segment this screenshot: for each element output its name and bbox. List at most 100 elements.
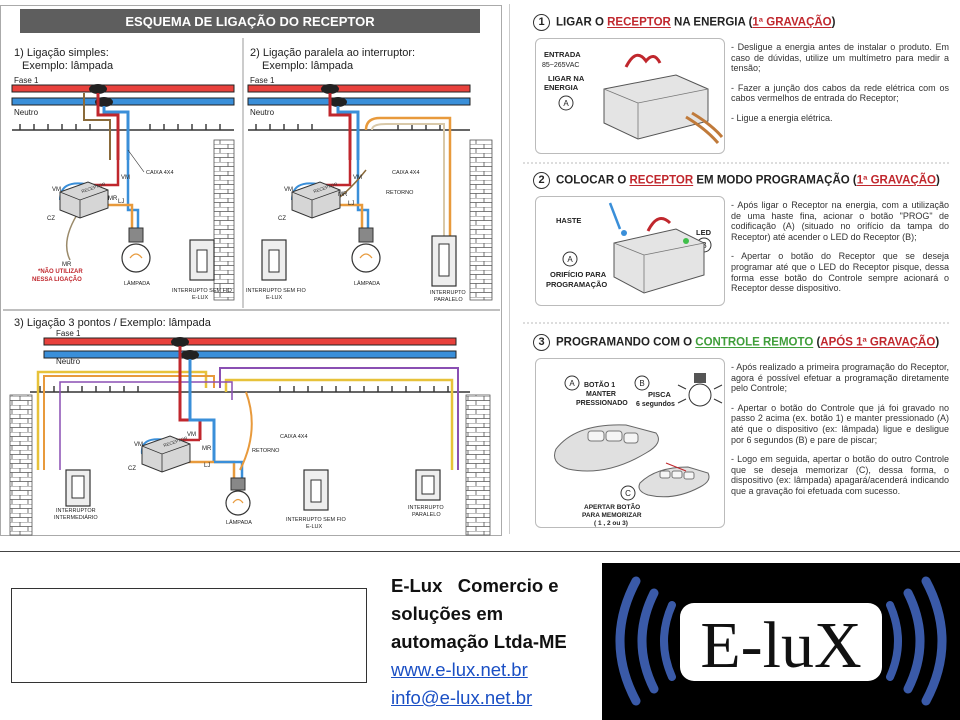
label-caixa: CAIXA 4X4 bbox=[392, 170, 420, 176]
orange-wires bbox=[685, 111, 724, 144]
label-botao: MANTER bbox=[586, 391, 616, 398]
step-2-title-text: COLOCAR O bbox=[556, 174, 630, 187]
label-lampada: LÂMPADA bbox=[226, 519, 252, 526]
receptor-module: RECEPTOR bbox=[141, 435, 191, 473]
label-led: LED bbox=[696, 228, 712, 237]
label-vm: VM bbox=[353, 175, 362, 181]
label-lampada: LÂMPADA bbox=[124, 280, 150, 287]
step-3-number: 3 bbox=[533, 334, 550, 351]
diagram-title: ESQUEMA DE LIGAÇÃO DO RECEPTOR bbox=[125, 14, 375, 29]
step-1-title-text: ) bbox=[831, 16, 836, 29]
step-2-title-highlight: RECEPTOR bbox=[629, 174, 694, 187]
step-1-paragraph: - Fazer a junção dos cabos da rede elétr… bbox=[731, 82, 949, 104]
label-interrupto-sem-fio: INTERRUPTO SEM FIO bbox=[246, 288, 307, 294]
step-3-paragraph: - Após realizado a primeira programação … bbox=[731, 362, 949, 394]
label-mr: MR bbox=[338, 192, 348, 198]
wire-lj bbox=[330, 203, 364, 228]
marker-c-label: C bbox=[625, 489, 631, 498]
step-3-illustration: A BOTÃO 1 MANTER PRESSIONADO B PISCA 6 s… bbox=[554, 373, 723, 527]
label-lj: LJ bbox=[348, 201, 354, 207]
parallel-switch bbox=[415, 469, 441, 501]
label-voltage: 85~265VAC bbox=[542, 62, 579, 69]
wire-retorno bbox=[371, 123, 445, 240]
fase-bus bbox=[43, 337, 457, 346]
receptor-module: RECEPTOR bbox=[291, 181, 341, 219]
neutro-bus bbox=[43, 350, 457, 359]
label-caixa: CAIXA 4X4 bbox=[280, 434, 308, 440]
red-wires bbox=[646, 217, 672, 232]
remote-control-large bbox=[554, 424, 659, 472]
marker-a-label: A bbox=[569, 379, 575, 388]
marker-a bbox=[564, 375, 580, 391]
logo-text: E-luX bbox=[700, 609, 861, 682]
label-vm: VM bbox=[121, 175, 130, 181]
section-3: 3) Ligação 3 pontos / Exemplo: lâmpada F… bbox=[9, 317, 491, 536]
label-vm: VM bbox=[187, 432, 196, 438]
red-wires bbox=[624, 53, 662, 68]
label-interrupto-sem-fio: INTERRUPTO SEM FIO bbox=[172, 288, 233, 294]
neutro-bus bbox=[247, 97, 471, 106]
label-neutro: Neutro bbox=[250, 108, 275, 117]
label-cz: CZ bbox=[47, 216, 55, 222]
step-2-number: 2 bbox=[533, 172, 550, 189]
step-1-number: 1 bbox=[533, 14, 550, 31]
step-1-instructions: - Desligue a energia antes de instalar o… bbox=[731, 42, 949, 133]
label-caixa: CAIXA 4X4 bbox=[146, 170, 174, 176]
label-interrupto-sem-fio: E-LUX bbox=[266, 295, 283, 301]
label-haste: HASTE bbox=[556, 216, 581, 225]
label-botao: BOTÃO 1 bbox=[584, 380, 615, 389]
haste-tool bbox=[608, 202, 622, 230]
label-retorno: RETORNO bbox=[252, 448, 280, 454]
step-1-illustration: ENTRADA 85~265VAC LIGAR NA ENERGIA A bbox=[542, 50, 724, 144]
step-3-title-text: ( bbox=[813, 336, 821, 349]
label-interrupto-sem-fio: E-LUX bbox=[306, 524, 323, 530]
receptor-device bbox=[603, 74, 709, 140]
elux-logo: E-luX bbox=[602, 563, 960, 720]
wire-vm bbox=[96, 93, 120, 160]
label-entrada: ENTRADA bbox=[544, 50, 581, 59]
step-2-image: HASTE LED B A ORIFÍCIO PARA PROGRAMAÇÃO bbox=[535, 196, 725, 306]
marker-a-label: A bbox=[563, 99, 569, 108]
logo-waves-right bbox=[886, 576, 947, 706]
step-3-paragraph: - Logo em seguida, apertar o botão do ou… bbox=[731, 454, 949, 496]
website-link[interactable]: www.e-lux.net.br bbox=[391, 659, 528, 680]
label-vm: VM bbox=[52, 187, 61, 193]
neutro-bus bbox=[11, 97, 235, 106]
wireless-switch bbox=[303, 469, 329, 511]
step-1-title-highlight: 1ª GRAVAÇÃO bbox=[752, 16, 832, 29]
wire-vm bbox=[92, 160, 120, 187]
label-interrupto-sem-fio: INTERRUPTO SEM FIO bbox=[286, 517, 347, 523]
label-cz: CZ bbox=[128, 466, 136, 472]
remote-control-small bbox=[638, 462, 710, 498]
elux-logo-graphic: E-luX bbox=[615, 576, 947, 706]
parallel-switch bbox=[431, 235, 457, 287]
wire-neutro bbox=[214, 460, 244, 480]
company-name-line: E-Lux Comercio e bbox=[391, 575, 559, 596]
label-orificio: ORIFÍCIO PARA bbox=[550, 270, 607, 279]
wire-vm bbox=[328, 93, 352, 160]
wire-traveler bbox=[36, 370, 208, 470]
section-2: 2) Ligação paralela ao interruptor: Exem… bbox=[246, 47, 493, 303]
label-pisca: 6 segundos bbox=[636, 401, 675, 408]
junction bbox=[321, 84, 339, 94]
label-fase: Fase 1 bbox=[14, 76, 39, 85]
step-1-title-text: LIGAR O bbox=[556, 16, 608, 29]
label-vm: VM bbox=[134, 442, 143, 448]
label-lj: LJ bbox=[204, 463, 210, 469]
label-interrupto-paralelo: INTERRUPTO bbox=[430, 290, 466, 296]
section-1-subtitle: Exemplo: lâmpada bbox=[22, 60, 114, 72]
label-mr: MR bbox=[108, 196, 118, 202]
step-3-title-text: PROGRAMANDO COM O bbox=[556, 336, 696, 349]
prog-hole bbox=[621, 230, 627, 236]
warning-text: *NÃO UTILIZAR bbox=[38, 268, 83, 275]
wire-retorno bbox=[364, 116, 452, 240]
fase-bus bbox=[247, 84, 471, 93]
step-separator bbox=[523, 162, 949, 164]
lamp bbox=[225, 477, 251, 516]
label-fase: Fase 1 bbox=[56, 329, 81, 338]
email-link[interactable]: info@e-lux.net.br bbox=[391, 687, 533, 708]
label-interrupto-sem-fio: E-LUX bbox=[192, 295, 209, 301]
